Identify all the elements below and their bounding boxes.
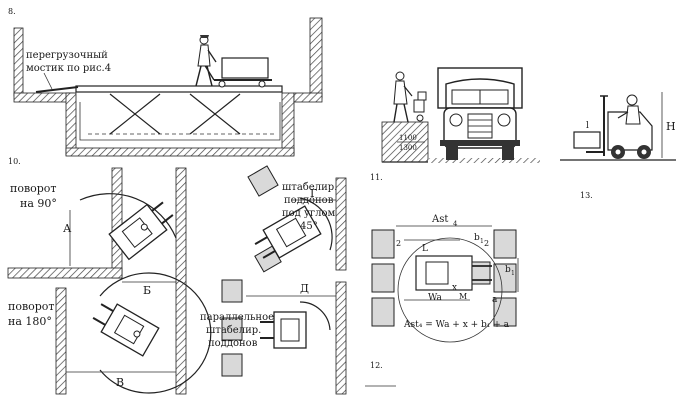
figure-12: 12. Ast 4 L 2 2 b 1 b 1 Wa x (365, 214, 519, 387)
stack45-label-line1: штабелир. (282, 182, 337, 193)
pallet-12-d (493, 229, 517, 259)
figure-10: 10. поворот на 90° А Б (7, 157, 347, 395)
parallel-label-line2: штабелир. (206, 325, 261, 336)
dim-b1-side: b (505, 265, 511, 275)
dim-v-label: В (116, 376, 124, 389)
turn180-arc (99, 272, 212, 394)
stack45-label-line3: под углом (282, 208, 336, 219)
stack45-label-line4: 45° (300, 221, 318, 232)
dim-b1-top-sub: 1 (480, 238, 484, 245)
pit-bottom (65, 147, 295, 157)
figure-13-number: 13. (580, 191, 593, 200)
bridge-label-line2: мостик по рис.4 (26, 63, 111, 74)
turn180-label-line1: поворот (8, 300, 55, 313)
bridge-leader-line (43, 72, 53, 90)
pallet-parallel-3 (221, 353, 243, 377)
figure-11: 11. 1100 1300 (370, 67, 540, 182)
figure-13: 13. H l (560, 92, 676, 200)
dim-b1-side-sub: 1 (511, 270, 515, 277)
turn90-label-line1: поворот (10, 182, 57, 195)
dim-x-label: x (452, 283, 457, 293)
ast-label: Ast (431, 214, 448, 225)
dim-h-label: H (666, 120, 676, 133)
dim-wa-label: Wa (428, 293, 442, 303)
pit-wall-right (281, 92, 295, 156)
bridge-label-line1: перегрузочный (26, 50, 108, 61)
dim-d-label: Д (300, 282, 309, 295)
figure-8: 8. (8, 7, 323, 157)
turning-circle (397, 237, 503, 343)
dim-a-label-12: a (492, 295, 498, 305)
ground-strip (428, 158, 540, 163)
forklift-stack45 (254, 205, 322, 259)
pallet-12-c (371, 297, 395, 327)
turn90-arc (79, 193, 177, 239)
worker-figure (195, 35, 217, 87)
dim-2-right: 2 (484, 239, 489, 248)
pallet-45-top (247, 165, 279, 197)
dim-b-label: Б (143, 284, 151, 297)
parallel-arc (299, 301, 331, 331)
figure-12-number: 12. (370, 361, 383, 370)
forklift-side-view (573, 94, 653, 159)
dim-g-label: Г (310, 187, 317, 200)
wall-parallel (335, 281, 347, 395)
forklift-parallel (260, 311, 307, 349)
pallet-parallel-2 (221, 317, 243, 341)
dock-floor-left (13, 92, 75, 103)
dim-a-label: А (63, 222, 72, 235)
pallet-12-e (493, 263, 517, 293)
wall-turn90-vertical (111, 167, 123, 279)
pallet-12-f (493, 297, 517, 327)
pit-wall-left (65, 92, 77, 156)
turn180-label-line2: на 180° (8, 315, 52, 328)
right-wall (309, 17, 323, 99)
dim-b1-top: b (474, 233, 480, 243)
ramp-height-low: 1100 (399, 134, 417, 142)
figure-8-number: 8. (8, 7, 16, 16)
parallel-label-line3: поддонов (208, 338, 258, 349)
stack45-label-line2: поддонов (284, 195, 334, 206)
truck-front-view (437, 67, 523, 160)
ramp-height-high: 1300 (399, 144, 417, 152)
dim-l-label: l (586, 121, 589, 131)
pit-outline (79, 102, 281, 141)
pallet-12-a (371, 229, 395, 259)
dock-floor-right (293, 92, 323, 103)
pallet-parallel-1 (221, 279, 243, 303)
parallel-label-line1: параллельное (200, 312, 274, 323)
figure-10-number: 10. (8, 157, 21, 166)
forklift-top-view (415, 255, 492, 291)
turn90-label-line2: на 90° (20, 197, 57, 210)
forklift-turn180 (92, 303, 160, 357)
left-wall (13, 27, 24, 97)
pallet-12-b (371, 263, 395, 293)
ast-formula: Ast₄ = Wa + x + b₁ + a (403, 320, 510, 330)
dim-l-label-12: L (422, 244, 428, 254)
wall-stack45 (335, 177, 347, 271)
lift-platform (75, 85, 283, 93)
wall-turn180-left (55, 287, 67, 395)
dim-m-label: M (459, 292, 467, 301)
figure-11-number: 11. (370, 173, 383, 182)
bridge-plate (35, 86, 79, 93)
scissor-mechanism (109, 93, 241, 135)
pallet-trolley (203, 57, 272, 88)
ast-sub: 4 (453, 220, 458, 228)
forklift-turn90 (108, 201, 174, 261)
dim-2-left: 2 (396, 239, 401, 248)
wall-turn90-horizontal (7, 267, 123, 279)
worker-with-hand-truck (393, 71, 427, 123)
